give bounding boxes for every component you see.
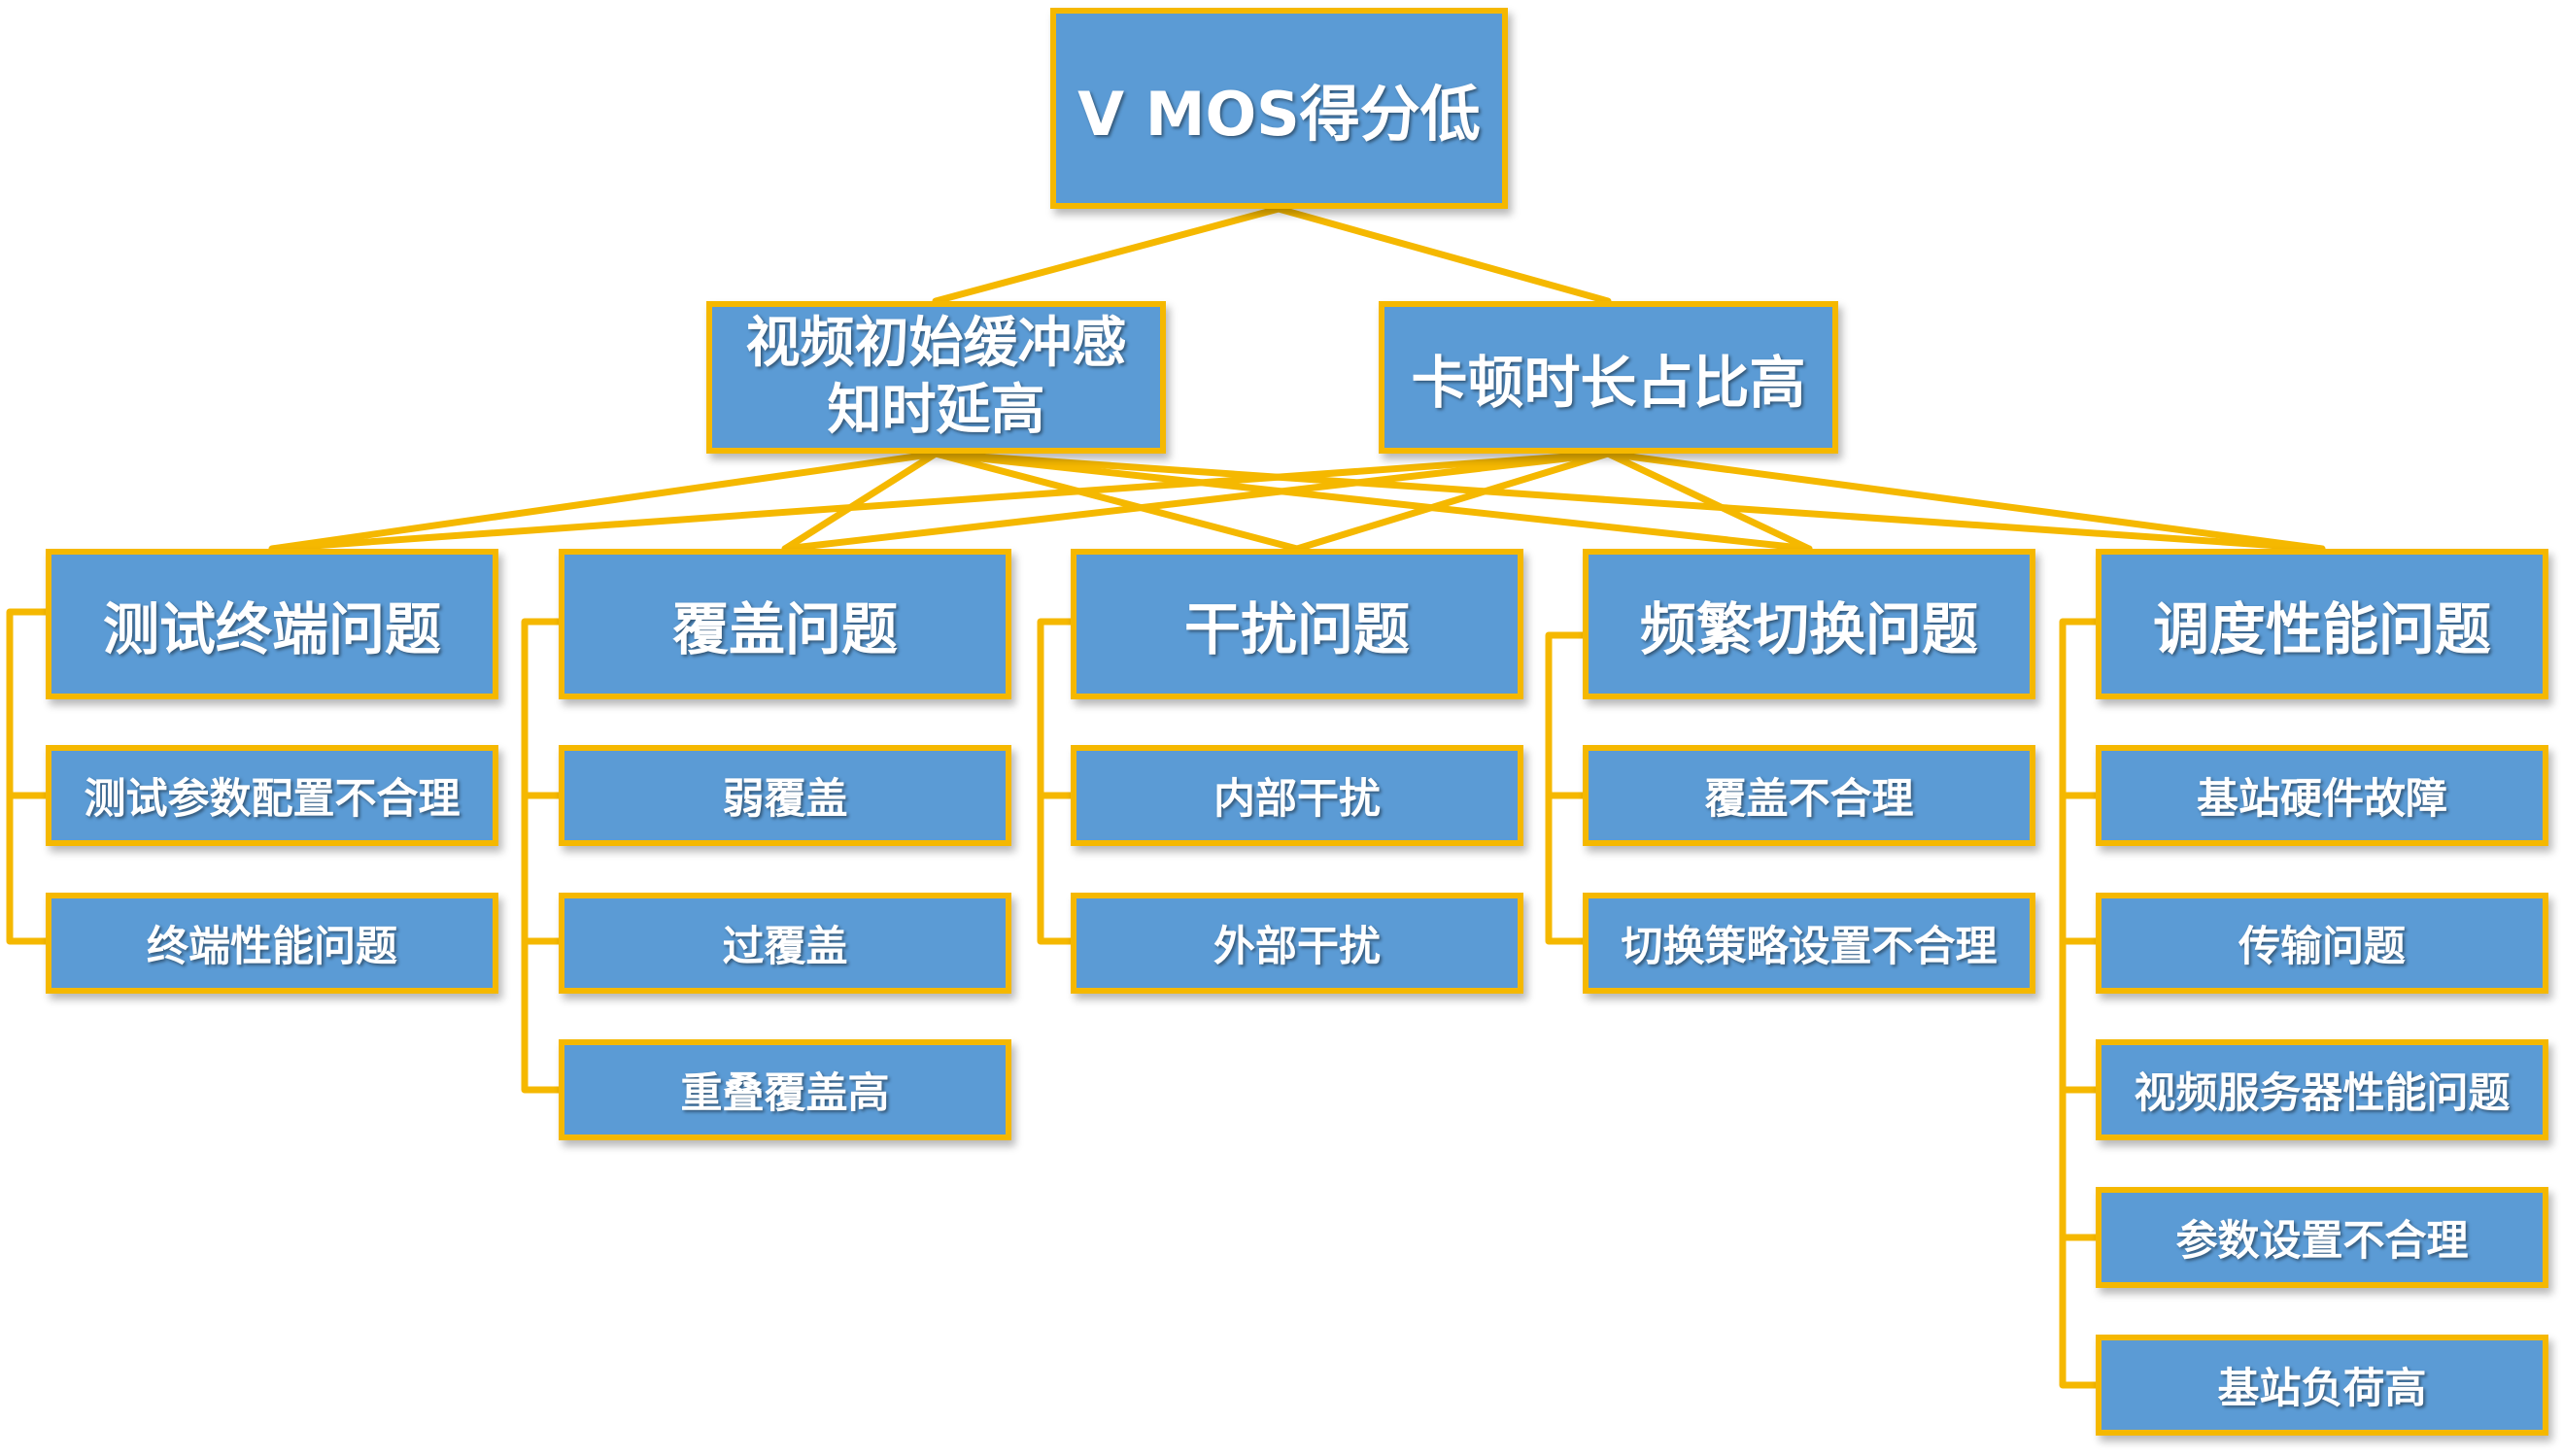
cause-node: 测试参数配置不合理 — [46, 745, 498, 846]
cause-label: 测试参数配置不合理 — [84, 775, 461, 824]
cause-node: 切换策略设置不合理 — [1583, 893, 2035, 994]
category-node-interference: 干扰问题 — [1071, 549, 1523, 699]
root-node: V MOS得分低 — [1050, 8, 1508, 209]
category-label: 测试终端问题 — [102, 595, 441, 662]
bracket-cat-2 — [521, 618, 563, 1094]
cause-node: 弱覆盖 — [559, 745, 1011, 846]
cause-node: 视频服务器性能问题 — [2096, 1039, 2548, 1140]
category-label: 调度性能问题 — [2152, 595, 2491, 662]
connector-root-to-mid-a — [932, 205, 1282, 305]
category-node-coverage: 覆盖问题 — [559, 549, 1011, 699]
middle-node-label: 视频初始缓冲感知时延高 — [745, 312, 1127, 442]
cause-label: 外部干扰 — [1213, 923, 1381, 971]
cause-label: 终端性能问题 — [147, 923, 397, 971]
cause-label: 覆盖不合理 — [1704, 775, 1914, 824]
connector-mid-b-to-cat-1 — [268, 450, 1612, 553]
middle-node-label: 卡顿时长占比高 — [1411, 349, 1806, 416]
middle-node-stall-ratio: 卡顿时长占比高 — [1379, 301, 1838, 454]
cause-node: 覆盖不合理 — [1583, 745, 2035, 846]
category-label: 覆盖问题 — [671, 595, 898, 662]
connector-mid-b-to-cat-4 — [1604, 450, 1813, 553]
connector-mid-a-to-cat-3 — [932, 450, 1301, 553]
cause-label: 传输问题 — [2238, 923, 2406, 971]
connector-mid-b-to-cat-5 — [1604, 450, 2326, 553]
category-label: 频繁切换问题 — [1639, 595, 1978, 662]
cause-node: 内部干扰 — [1071, 745, 1523, 846]
category-label: 干扰问题 — [1183, 595, 1410, 662]
cause-label: 过覆盖 — [722, 923, 848, 971]
cause-label: 基站硬件故障 — [2197, 775, 2447, 824]
connector-root-to-mid-b — [1275, 205, 1612, 305]
connector-mid-b-to-cat-2 — [781, 450, 1612, 553]
bracket-cat-5 — [2059, 618, 2100, 1389]
connector-mid-a-to-cat-5 — [932, 450, 2326, 553]
cause-label: 切换策略设置不合理 — [1621, 923, 1998, 971]
bracket-cat-3 — [1037, 618, 1075, 945]
middle-node-initial-buffer-delay: 视频初始缓冲感知时延高 — [706, 301, 1166, 454]
cause-node: 传输问题 — [2096, 893, 2548, 994]
connector-mid-a-to-cat-2 — [781, 450, 940, 553]
cause-label: 基站负荷高 — [2217, 1365, 2427, 1413]
bracket-cat-1 — [6, 608, 50, 945]
cause-node: 过覆盖 — [559, 893, 1011, 994]
category-node-frequent-handover: 频繁切换问题 — [1583, 549, 2035, 699]
connector-mid-a-to-cat-4 — [932, 450, 1813, 553]
cause-node: 重叠覆盖高 — [559, 1039, 1011, 1140]
cause-node: 终端性能问题 — [46, 893, 498, 994]
cause-node: 基站负荷高 — [2096, 1335, 2548, 1436]
cause-node: 外部干扰 — [1071, 893, 1523, 994]
category-node-test-terminal: 测试终端问题 — [46, 549, 498, 699]
bracket-cat-4 — [1545, 631, 1587, 945]
cause-label: 参数设置不合理 — [2175, 1217, 2469, 1266]
cause-label: 内部干扰 — [1213, 775, 1381, 824]
category-node-scheduling-performance: 调度性能问题 — [2096, 549, 2548, 699]
cause-label: 视频服务器性能问题 — [2134, 1069, 2511, 1118]
connector-mid-a-to-cat-1 — [268, 450, 940, 553]
cause-label: 重叠覆盖高 — [680, 1069, 890, 1118]
connector-mid-b-to-cat-3 — [1293, 450, 1612, 553]
cause-node: 参数设置不合理 — [2096, 1187, 2548, 1288]
cause-node: 基站硬件故障 — [2096, 745, 2548, 846]
root-label: V MOS得分低 — [1077, 78, 1481, 150]
cause-label: 弱覆盖 — [722, 775, 848, 824]
